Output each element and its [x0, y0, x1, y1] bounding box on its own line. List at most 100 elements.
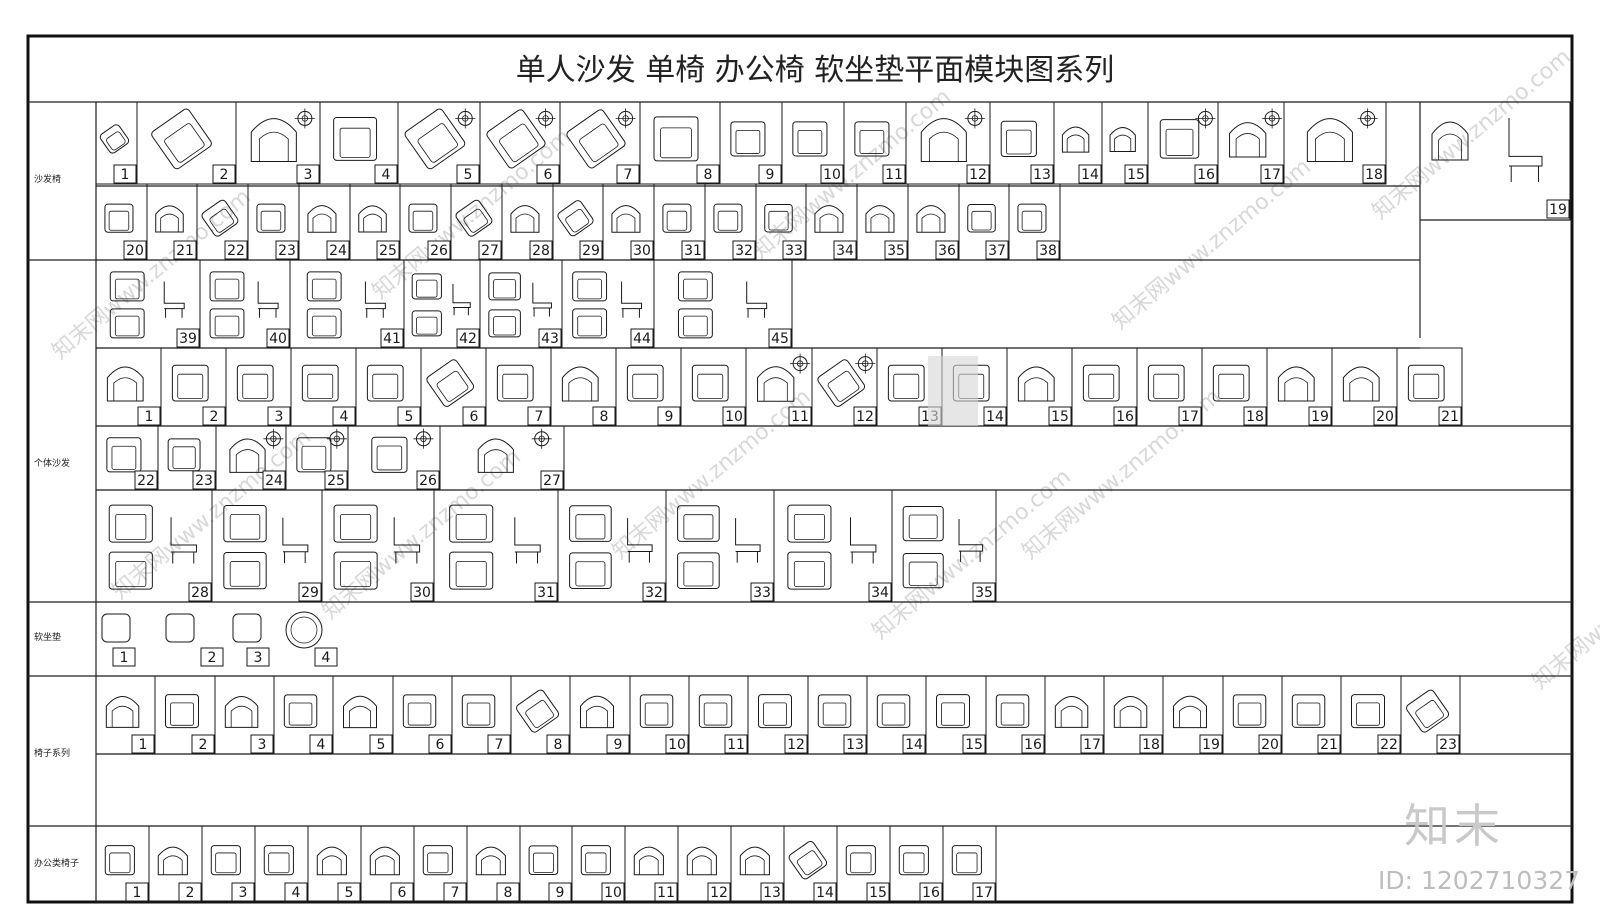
- chair-outline: [566, 109, 626, 169]
- chair-side: [849, 517, 877, 564]
- furniture-block: 34: [814, 205, 857, 260]
- item-number-box: [972, 882, 996, 902]
- chair-outline: [898, 845, 929, 876]
- chair-outline: [333, 504, 378, 543]
- furniture-block: 7: [496, 364, 551, 426]
- chair-seat: [260, 210, 282, 231]
- chair-seat: [493, 316, 517, 336]
- chair-seat: [1060, 705, 1083, 728]
- item-number-box: [267, 406, 291, 426]
- item-number: 2: [208, 650, 217, 666]
- furniture-block: 6: [369, 846, 414, 902]
- furniture-block: 13: [1000, 120, 1054, 184]
- item-number-box: [768, 328, 792, 348]
- chair-outline: [307, 205, 337, 233]
- item-number-box: [630, 328, 654, 348]
- chair-seat: [242, 373, 269, 399]
- chair-outline: [201, 199, 239, 237]
- item-number: 37: [988, 243, 1006, 259]
- chair-outline: [449, 551, 494, 590]
- chair-side: [257, 281, 279, 318]
- chair-seat: [230, 705, 253, 728]
- furniture-block: 8: [475, 846, 520, 902]
- item-number-box: [882, 164, 906, 184]
- chair-seat: [1000, 702, 1025, 726]
- item-number: 14: [905, 737, 923, 753]
- chair-outline: [106, 437, 142, 473]
- item-number-box: [178, 882, 202, 902]
- item-number-box: [534, 582, 558, 602]
- item-number-box: [750, 582, 774, 602]
- chair-seat: [115, 513, 147, 540]
- item-number-box: [212, 164, 236, 184]
- item-number-box: [1080, 734, 1104, 754]
- chair-outline: [486, 109, 546, 169]
- item-number-box: [1308, 406, 1332, 426]
- furniture-block: 22: [106, 437, 158, 490]
- item-number: 1: [139, 737, 148, 753]
- chair-outline: [936, 694, 970, 729]
- chair-seat: [407, 702, 432, 726]
- item-number-box: [192, 470, 216, 490]
- chair-seat: [466, 702, 491, 726]
- chair-seat: [502, 373, 529, 399]
- item-number-box: [1377, 734, 1401, 754]
- item-number: 15: [1127, 167, 1145, 183]
- chair-outline: [404, 108, 466, 170]
- item-number-box: [369, 734, 393, 754]
- item-number-box: [665, 734, 689, 754]
- chair-outline: [817, 694, 852, 728]
- item-number: 24: [265, 473, 283, 489]
- chair-seat: [1438, 133, 1462, 160]
- item-number: 12: [856, 409, 874, 425]
- furniture-block: 12: [817, 353, 877, 426]
- furniture-block: 4: [301, 364, 356, 426]
- item-number: 23: [278, 243, 296, 259]
- item-number-box: [376, 240, 400, 260]
- chair-outline: [250, 118, 297, 162]
- item-number-box: [935, 240, 959, 260]
- chair-outline: [677, 552, 720, 589]
- chair-seat: [850, 852, 872, 874]
- item-number-box: [416, 470, 440, 490]
- item-number: 17: [1083, 737, 1101, 753]
- chair-seat: [666, 210, 688, 231]
- item-cell: [1283, 101, 1387, 185]
- item-number-box: [496, 882, 520, 902]
- item-number-box: [1139, 734, 1163, 754]
- chair-side: [452, 283, 471, 316]
- furniture-block: 19: [1173, 695, 1223, 754]
- furniture-block: 13: [817, 694, 867, 754]
- chair-side: [735, 518, 761, 563]
- item-number: 13: [846, 737, 864, 753]
- item-number-box: [173, 240, 197, 260]
- id-watermark: ID: 1202710327: [1378, 866, 1581, 895]
- chair-seat: [1021, 210, 1043, 231]
- item-number-box: [983, 406, 1007, 426]
- item-number: 30: [633, 243, 651, 259]
- chair-seat: [1153, 373, 1180, 399]
- item-number: 21: [1441, 409, 1459, 425]
- item-number-box: [427, 240, 451, 260]
- item-number: 27: [481, 243, 499, 259]
- chair-seat: [115, 561, 147, 587]
- furniture-block: 32: [713, 203, 756, 260]
- chair-seat: [416, 279, 438, 298]
- chair-seat: [106, 131, 126, 151]
- chair-seat: [660, 127, 692, 159]
- chair-outline: [167, 438, 201, 472]
- chair-outline: [677, 505, 720, 542]
- item-number-box: [813, 882, 837, 902]
- item-number: 31: [684, 243, 702, 259]
- furniture-block: 12: [758, 694, 808, 754]
- chair-outline: [223, 504, 267, 543]
- chair-outline: [369, 846, 400, 876]
- furniture-block: 23: [167, 438, 216, 490]
- chair-outline: [569, 505, 612, 542]
- section-label-office-chair: 办公类椅子: [34, 857, 79, 869]
- item-number: 11: [727, 737, 745, 753]
- chair-outline: [1212, 364, 1250, 402]
- item-number: 33: [753, 585, 771, 601]
- item-number: 9: [766, 167, 775, 183]
- chair-side: [1508, 118, 1543, 182]
